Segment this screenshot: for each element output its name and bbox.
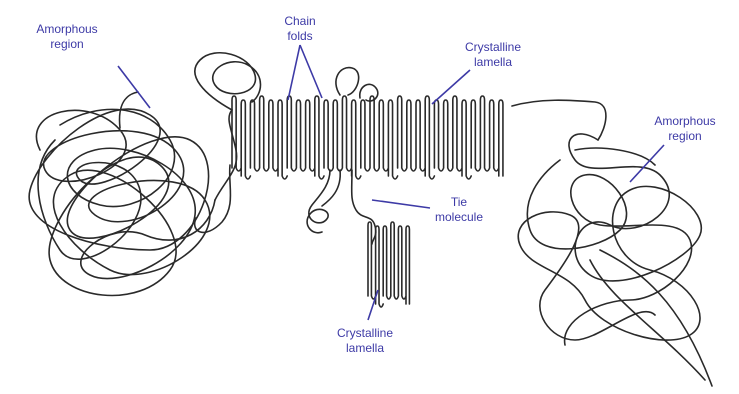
label-chain-folds: Chain folds (270, 14, 330, 44)
label-crystalline-lamella-bottom: Crystalline lamella (320, 326, 410, 356)
label-line: region (640, 129, 730, 144)
label-crystalline-lamella-top: Crystalline lamella (448, 40, 538, 70)
label-line: lamella (448, 55, 538, 70)
label-line: Crystalline (320, 326, 410, 341)
label-line: Tie (424, 195, 494, 210)
lamella-folded-chain-stems (368, 222, 409, 307)
label-line: Amorphous (640, 114, 730, 129)
loops-near-chain-folds (195, 53, 378, 110)
label-line: molecule (424, 210, 494, 225)
label-amorphous-region-right: Amorphous region (640, 114, 730, 144)
label-tie-molecule: Tie molecule (424, 195, 494, 225)
crystalline-lamella-main (232, 96, 503, 179)
label-amorphous-region-left: Amorphous region (24, 22, 110, 52)
label-line: Crystalline (448, 40, 538, 55)
crystalline-lamella-bottom (368, 222, 409, 307)
label-line: folds (270, 29, 330, 44)
amorphous-region-left-coil (29, 92, 237, 295)
label-line: Chain (270, 14, 330, 29)
label-line: lamella (320, 341, 410, 356)
tie-molecule-chain (307, 170, 376, 244)
label-line: Amorphous (24, 22, 110, 37)
label-line: region (24, 37, 110, 52)
lamella-folded-chain-stems (232, 96, 503, 179)
amorphous-region-right-coil (518, 134, 712, 386)
